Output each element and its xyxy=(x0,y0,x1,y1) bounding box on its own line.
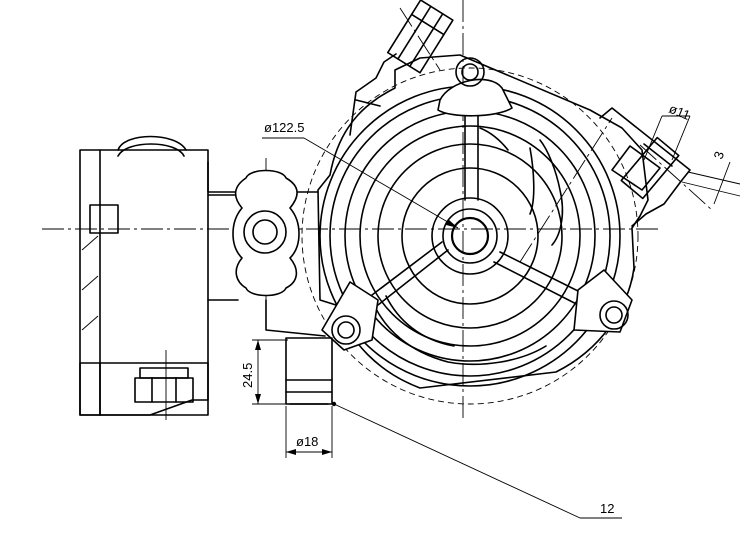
outlet-diameter-label: ø18 xyxy=(296,434,318,449)
part-number-label: 12 xyxy=(600,501,614,516)
dim-hole-diameter: ø11 xyxy=(643,101,692,161)
dim-outer-diameter: ø122.5 xyxy=(262,120,459,229)
dim-outlet-diameter: ø18 xyxy=(285,406,333,458)
bolt-holes xyxy=(331,57,629,345)
impeller-curves xyxy=(371,127,564,366)
dim-outlet-length: 24.5 xyxy=(240,339,288,405)
bridge-neck xyxy=(207,161,326,337)
inlet-fitting xyxy=(386,0,454,74)
motor-housing xyxy=(79,135,209,420)
dim-flange-offset: 3 xyxy=(681,149,741,205)
flange-offset-label: 3 xyxy=(711,149,728,161)
mounting-spider xyxy=(321,78,633,351)
hole-diameter-label: ø11 xyxy=(667,101,692,123)
centerlines xyxy=(42,0,713,420)
outer-diameter-label: ø122.5 xyxy=(264,120,304,135)
outlet-pipe xyxy=(285,337,333,405)
outlet-length-label: 24.5 xyxy=(240,363,255,388)
part-callout: 12 xyxy=(331,401,622,519)
